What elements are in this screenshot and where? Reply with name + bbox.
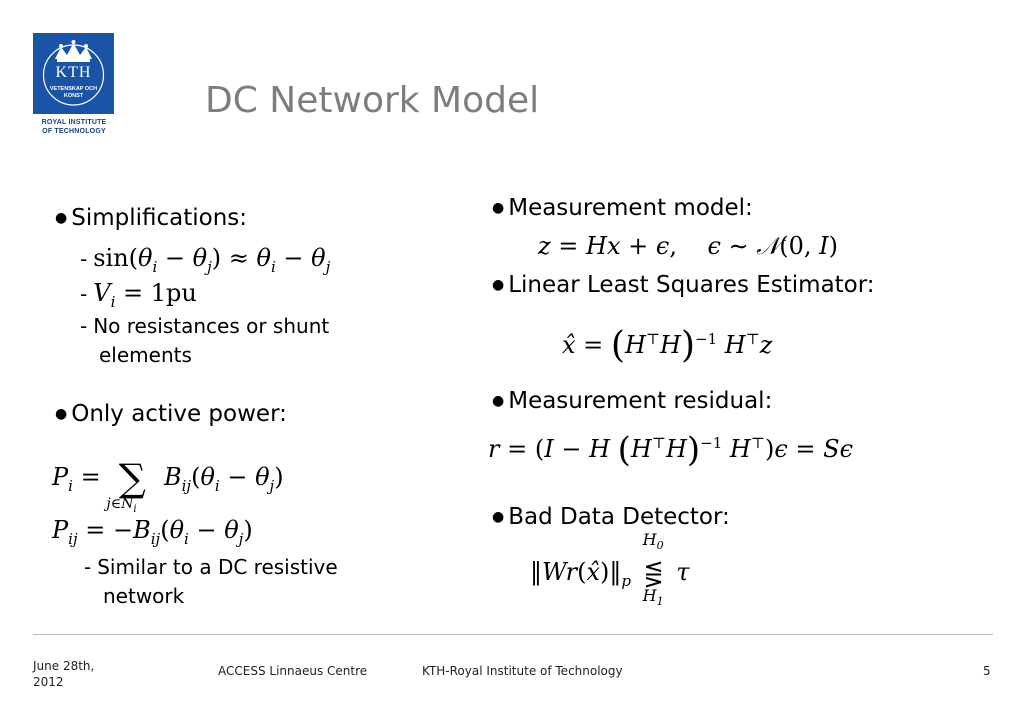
page-number: 5 [983,664,991,678]
logo-subtitle: ROYAL INSTITUTE OF TECHNOLOGY [30,118,118,136]
bullet-active-power: ●Only active power: [55,401,287,427]
equation-bdd: ‖Wr(x̂)‖p H0 ⋚ H1 τ [530,529,690,608]
bullet-text: Measurement residual: [508,388,773,414]
active-power-item: -Similar to a DC resistive network [84,553,338,611]
bullet-text: Bad Data Detector: [508,504,730,530]
kth-logo: KTH VETENSKAP OCH KONST [33,33,114,114]
simplification-item-1: -sin(θi − θj) ≈ θi − θj [80,244,330,282]
simplification-item-2: -Vi = 1pu [80,279,197,317]
dash-icon: - [80,314,88,338]
footer-date-line1: June 28th, [33,659,95,673]
footer-date-line2: 2012 [33,675,64,689]
equation-residual: r = (I − H (H⊤H)−1 H⊤)ϵ = Sϵ [488,430,854,470]
equation-lls: x̂ = (H⊤H)−1 H⊤z [562,325,773,366]
footer-center-1: ACCESS Linnaeus Centre [218,664,368,678]
item-text-cont: network [103,584,185,608]
bullet-text: Linear Least Squares Estimator: [508,272,875,298]
footer-center-2: KTH-Royal Institute of Technology [422,664,623,678]
item-text: Similar to a DC resistive [97,555,338,579]
bullet-bad-data-detector: ●Bad Data Detector: [492,504,730,530]
item-text: No resistances or shunt [93,314,330,338]
bullet-dot-icon: ● [55,406,68,422]
bullet-text: Measurement model: [508,195,753,221]
item-text-cont: elements [99,343,192,367]
logo-sub-line1: ROYAL INSTITUTE [41,119,107,126]
dash-icon: - [84,555,92,579]
bullet-dot-icon: ● [492,509,505,525]
equation-voltage: Vi = 1pu [93,279,197,311]
equation-pij: Pij = −Bij(θi − θj) [52,516,253,548]
equation-measurement-model: z = Hx + ϵ, ϵ ∼ 𝒩(0, I) [538,232,839,260]
bullet-dot-icon: ● [492,393,505,409]
crown-icon [42,40,105,106]
slide-title: DC Network Model [205,80,540,121]
equation-pi-sum: Pi = ∑ j∈Ni Bij(θi − θj) [52,456,284,515]
equation-sin-approx: sin(θi − θj) ≈ θi − θj [93,244,331,276]
bullet-measurement-model: ●Measurement model: [492,195,753,221]
bullet-lls-estimator: ●Linear Least Squares Estimator: [492,272,875,298]
bullet-text: Simplifications: [71,205,248,231]
bullet-dot-icon: ● [492,200,505,216]
bullet-measurement-residual: ●Measurement residual: [492,388,772,414]
bullet-dot-icon: ● [492,277,505,293]
footer-divider [33,634,993,635]
dash-icon: - [80,282,88,306]
bullet-simplifications: ●Simplifications: [55,205,247,231]
simplification-item-3: -No resistances or shunt elements [80,312,329,370]
logo-sub-line2: OF TECHNOLOGY [42,128,106,135]
logo-text: KTH [55,64,92,81]
bullet-dot-icon: ● [55,210,68,226]
logo-motto: VETENSKAP OCH KONST [49,86,98,99]
dash-icon: - [80,247,88,271]
footer-date: June 28th, 2012 [33,658,94,690]
bullet-text: Only active power: [71,401,287,427]
